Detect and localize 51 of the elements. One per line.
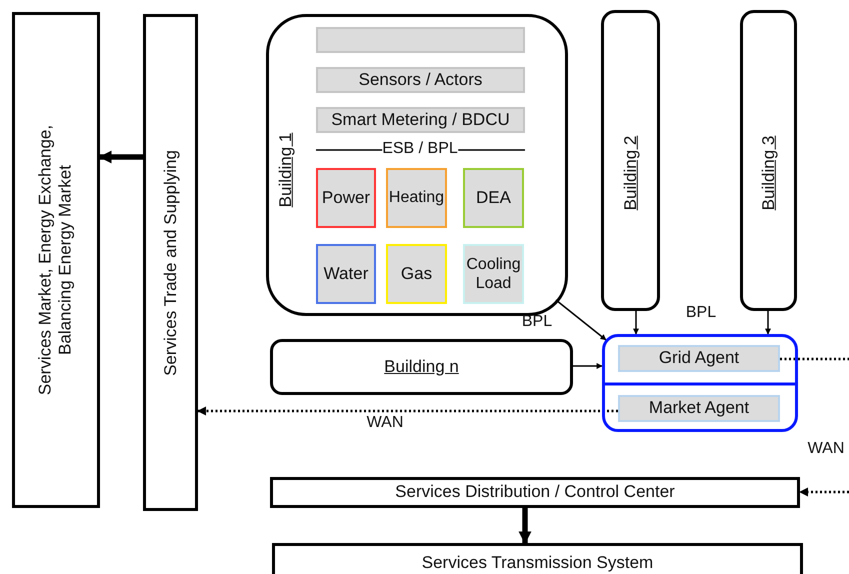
vertical-label: Services Trade and Supplying xyxy=(160,150,180,376)
connection-label: BPL xyxy=(522,313,552,331)
arrow xyxy=(555,299,606,340)
box-label: Sensors / Actors xyxy=(358,70,482,90)
arrow xyxy=(633,311,639,335)
box-label: Water xyxy=(324,264,368,284)
vertical-label: Building 2 xyxy=(620,136,640,210)
connection-label: WAN xyxy=(808,440,844,458)
dotted-arrow xyxy=(799,488,849,496)
component-box xyxy=(386,244,447,304)
component-box xyxy=(316,27,525,53)
vertical-label: Building 1 xyxy=(276,132,296,208)
box-label: Heating xyxy=(388,188,444,208)
component-box xyxy=(316,244,376,304)
box-label: Power xyxy=(322,188,370,208)
thick-arrow xyxy=(98,150,143,164)
vertical-label: Services Market, Energy Exchange, Balancing Energy Market xyxy=(36,124,76,398)
component-box xyxy=(386,168,447,228)
arrow xyxy=(573,363,603,369)
box-label: Services Transmission System xyxy=(422,552,654,574)
dotted-line xyxy=(780,358,849,360)
component-box xyxy=(316,107,525,133)
box-label: Gas xyxy=(400,264,432,284)
process-box xyxy=(270,477,800,508)
agent-group-box xyxy=(602,334,798,432)
agent-box xyxy=(618,395,780,422)
component-box xyxy=(463,168,524,228)
building-box xyxy=(740,10,797,311)
vertical-label: Building 3 xyxy=(758,136,778,210)
component-box xyxy=(316,67,525,93)
process-box xyxy=(272,543,803,574)
box-label: Grid Agent xyxy=(658,348,740,369)
building-box xyxy=(266,14,568,316)
process-box xyxy=(143,14,198,511)
component-box xyxy=(463,244,524,304)
arrow xyxy=(765,311,771,335)
connection-label: BPL xyxy=(686,304,716,322)
building-box xyxy=(601,10,660,311)
component-box xyxy=(316,168,376,228)
box-label: Building n xyxy=(384,356,459,378)
thick-arrow xyxy=(518,508,532,544)
process-box xyxy=(12,12,100,508)
box-label: Market Agent xyxy=(648,398,750,419)
building-box xyxy=(270,339,573,395)
box-label: Smart Metering / BDCU xyxy=(331,110,510,130)
box-label: Services Distribution / Control Center xyxy=(395,482,675,503)
box-label: DEA xyxy=(476,188,511,208)
connection-label: WAN xyxy=(366,414,404,432)
box-label: Cooling Load xyxy=(465,254,522,294)
dotted-arrow xyxy=(197,406,618,416)
agent-box xyxy=(618,345,780,372)
